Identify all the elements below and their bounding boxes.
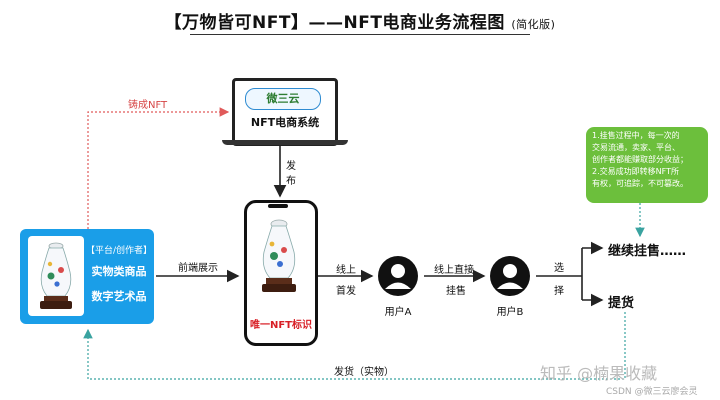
watermark: 知乎 @楠果收藏 [540,364,658,383]
listing-label-2: 挂售 [446,286,466,297]
user-a-label: 用户A [384,307,412,318]
choose-label-2: 择 [554,286,564,297]
system-name: NFT电商系统 [250,116,320,129]
publish-label-1: 发 [286,161,296,172]
first-release-label-2: 首发 [336,286,356,297]
platform-vase-image [40,242,72,309]
user-icon [497,264,523,289]
listing-label-1: 线上直接 [434,265,474,276]
platform-item-digital: 数字艺术品 [91,290,147,303]
choose-label-1: 选 [554,263,564,274]
source-credit: CSDN @微三云廖会灵 [606,387,698,397]
note-line: 创作者都能赚取部分收益； [592,155,688,164]
user-b-label: 用户B [496,307,524,318]
vase-image [262,219,296,292]
title-underline [190,34,530,35]
ship-label: 发货（实物） [334,367,394,378]
title-suffix: (简化版) [511,18,556,31]
platform-item-physical: 实物类商品 [91,265,147,278]
note-line: 2.交易成功即转移NFT所 [592,167,679,176]
title-main: 【万物皆可NFT】——NFT电商业务流程图 [164,13,505,33]
user-icon [385,264,411,289]
laptop-base [222,140,348,145]
user-a-avatar [378,256,418,296]
note-line: 交易流通，卖家、平台、 [592,143,680,152]
platform-tag: 【平台/创作者】 [86,246,153,256]
page-title: 【万物皆可NFT】——NFT电商业务流程图 (简化版) [0,8,720,33]
outcome-pickup: 提货 [608,296,635,311]
note-line: 1.挂售过程中，每一次的 [592,131,680,140]
first-release-label-1: 线上 [336,265,356,276]
company-logo: 微三云 [245,88,321,110]
mint-arrow [87,107,230,229]
nft-id-label: 唯一NFT标识 [249,320,313,331]
frontend-label: 前端展示 [178,263,218,274]
publish-label-2: 布 [286,176,296,187]
phone-notch [268,204,288,208]
mint-label: 铸成NFT [128,100,168,111]
note-line: 有权，可追踪，不可篡改。 [592,179,688,188]
revenue-note: 1.挂售过程中，每一次的 交易流通，卖家、平台、 创作者都能赚取部分收益； 2.… [586,127,708,203]
ship-arrow [83,312,626,380]
user-b-avatar [490,256,530,296]
outcome-continue-listing: 继续挂售…… [608,244,687,259]
